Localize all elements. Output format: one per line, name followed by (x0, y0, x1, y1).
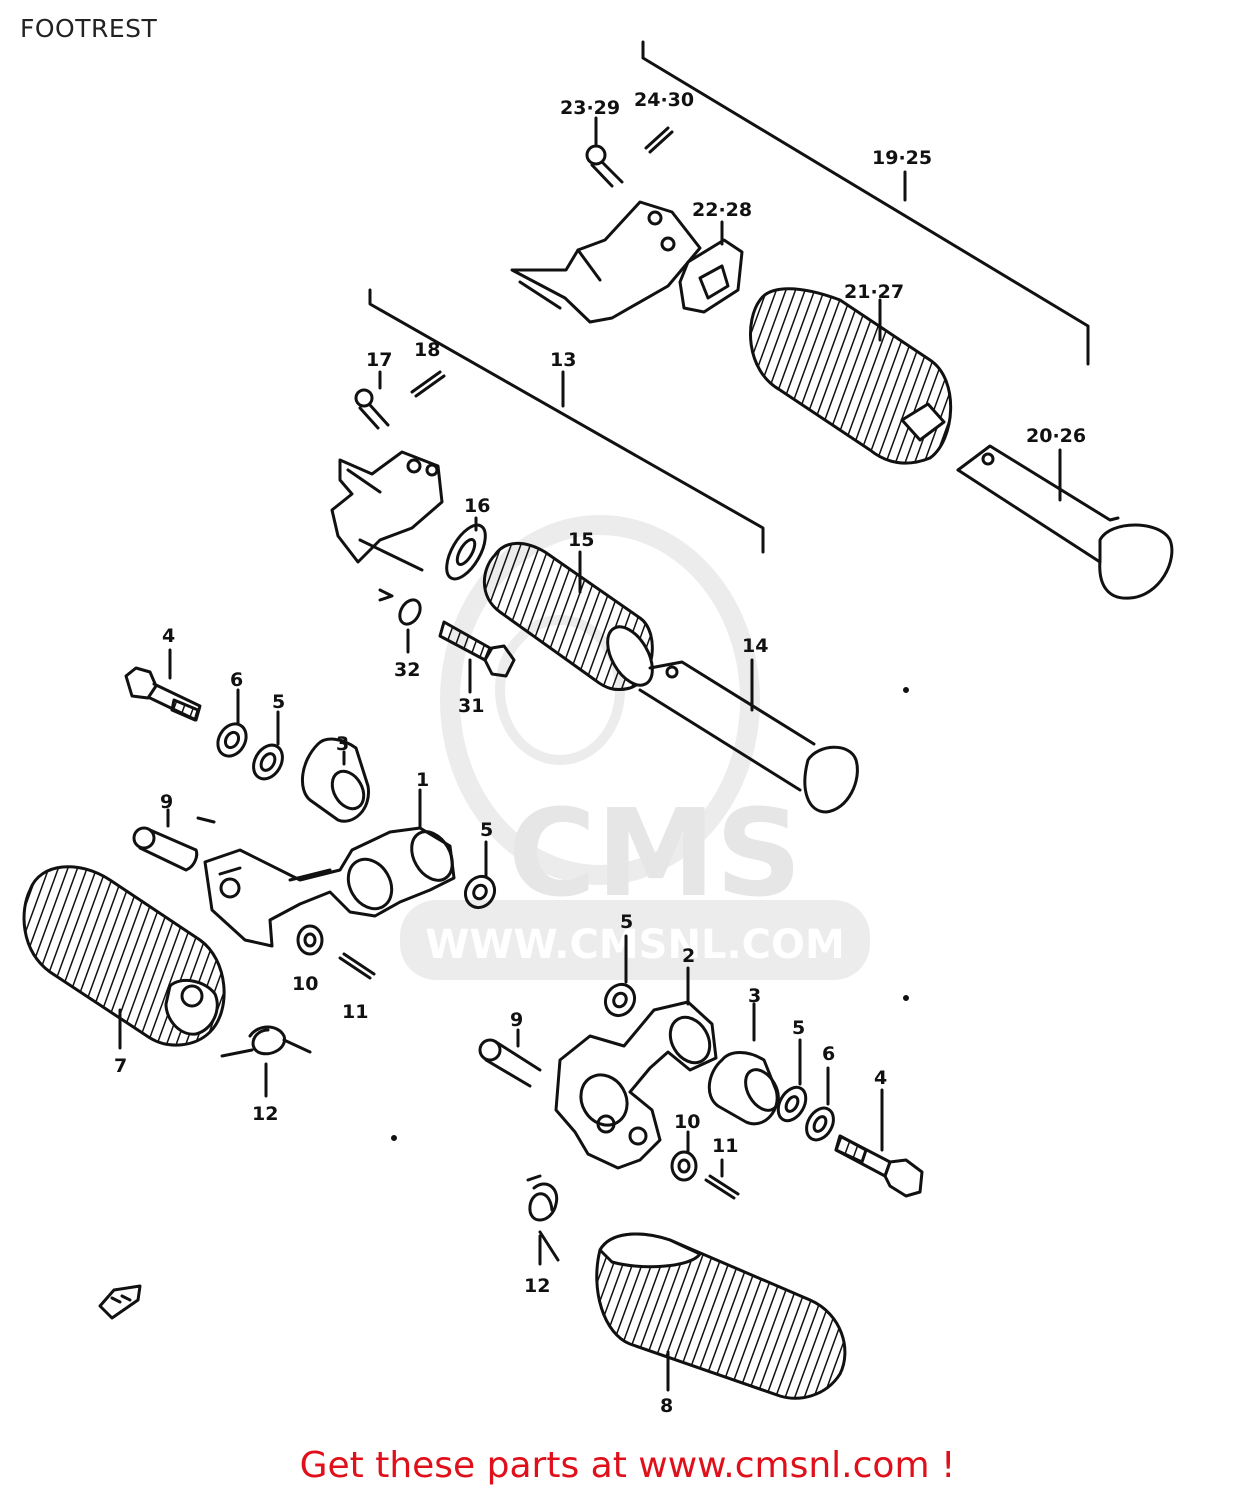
callout-32: 32 (394, 659, 420, 681)
bushing-3-right (707, 1002, 780, 1126)
bolt-31 (438, 620, 516, 694)
watermark-url: WWW.CMSNL.COM (425, 922, 845, 968)
callout-14: 14 (742, 635, 768, 657)
shaft-20-26 (956, 444, 1174, 600)
footer-link[interactable]: Get these parts at www.cmsnl.com ! (299, 1445, 956, 1486)
page-title: FOOTREST (20, 14, 158, 43)
washer-16 (445, 516, 487, 581)
washer-10-left (296, 924, 324, 956)
pin-17 (354, 370, 390, 430)
callout-5-right-b: 5 (792, 1017, 805, 1039)
callout-12-right: 12 (524, 1275, 550, 1297)
washer-5-right-b (776, 1038, 808, 1123)
callout-5-right-a: 5 (620, 911, 633, 933)
pin-9-right (478, 1028, 542, 1088)
callout-6-right: 6 (822, 1043, 835, 1065)
bracket-13 (368, 288, 765, 554)
footrest-bracket-2 (554, 966, 718, 1170)
rubber-8 (595, 1232, 847, 1400)
washer-6-right (805, 1066, 835, 1142)
washer-10-right (670, 1130, 698, 1182)
washer-5-center (463, 840, 497, 910)
callout-18: 18 (414, 339, 440, 361)
bracket-19-25 (641, 40, 1090, 366)
pin-9-left (132, 808, 216, 872)
front-arrow-icon (98, 1284, 142, 1320)
callout-12-left: 12 (252, 1103, 278, 1125)
callout-4-left: 4 (162, 625, 175, 647)
rubber-21-27 (749, 287, 953, 465)
callout-4-right: 4 (874, 1067, 887, 1089)
rubber-15 (482, 541, 654, 692)
bolt-4-left (124, 648, 202, 722)
callout-8: 8 (660, 1395, 673, 1417)
spring-12-left (220, 1025, 312, 1098)
callout-15: 15 (568, 529, 594, 551)
callout-24-30: 24·30 (634, 89, 694, 111)
cotter-11-left (338, 952, 376, 980)
bracket-front (330, 450, 444, 602)
callout-3-right: 3 (748, 985, 761, 1007)
callout-11-right: 11 (712, 1135, 738, 1157)
bolt-4-right (834, 1088, 924, 1198)
callout-16: 16 (464, 495, 490, 517)
rubber-7 (22, 865, 226, 1050)
cotter-pin-24-30 (644, 126, 674, 154)
watermark-brand: CMS (508, 785, 802, 924)
callout-2: 2 (682, 945, 695, 967)
callout-22-28: 22·28 (692, 199, 752, 221)
bushing-3-left (300, 737, 370, 823)
callout-10-left: 10 (292, 973, 318, 995)
callout-21-27: 21·27 (844, 281, 904, 303)
callout-19-25: 19·25 (872, 147, 932, 169)
callout-7: 7 (114, 1055, 127, 1077)
callout-5-left: 5 (272, 691, 285, 713)
callout-9-right: 9 (510, 1009, 523, 1031)
cotter-11-right (704, 1158, 740, 1200)
callout-labels: 23·29 24·30 19·25 22·28 21·27 20·26 17 1… (114, 89, 1086, 1417)
washer-5-right-a (603, 934, 637, 1018)
pin-23-29 (585, 116, 624, 188)
callout-5-center: 5 (480, 819, 493, 841)
washer-32 (398, 598, 422, 654)
callout-13: 13 (550, 349, 576, 371)
exploded-parts-diagram: CMS WWW.CMSNL.COM (22, 40, 1174, 1417)
cotter-pin-18 (410, 370, 446, 398)
spring-12-right (526, 1174, 560, 1266)
callout-31: 31 (458, 695, 484, 717)
callout-10-right: 10 (674, 1111, 700, 1133)
shaft-14 (638, 658, 859, 814)
callout-23-29: 23·29 (560, 97, 620, 119)
callout-1: 1 (416, 769, 429, 791)
cms-watermark: CMS WWW.CMSNL.COM (400, 515, 870, 980)
callout-9-left: 9 (160, 791, 173, 813)
callout-20-26: 20·26 (1026, 425, 1086, 447)
washer-5-left (252, 710, 284, 781)
callout-6-left: 6 (230, 669, 243, 691)
callout-17: 17 (366, 349, 392, 371)
plate-22-28 (678, 220, 744, 314)
footrest-bracket-1 (203, 788, 456, 948)
callout-11-left: 11 (342, 1001, 368, 1023)
callout-3-left: 3 (336, 733, 349, 755)
washer-6-left (216, 688, 248, 758)
bracket-upper (510, 200, 702, 324)
